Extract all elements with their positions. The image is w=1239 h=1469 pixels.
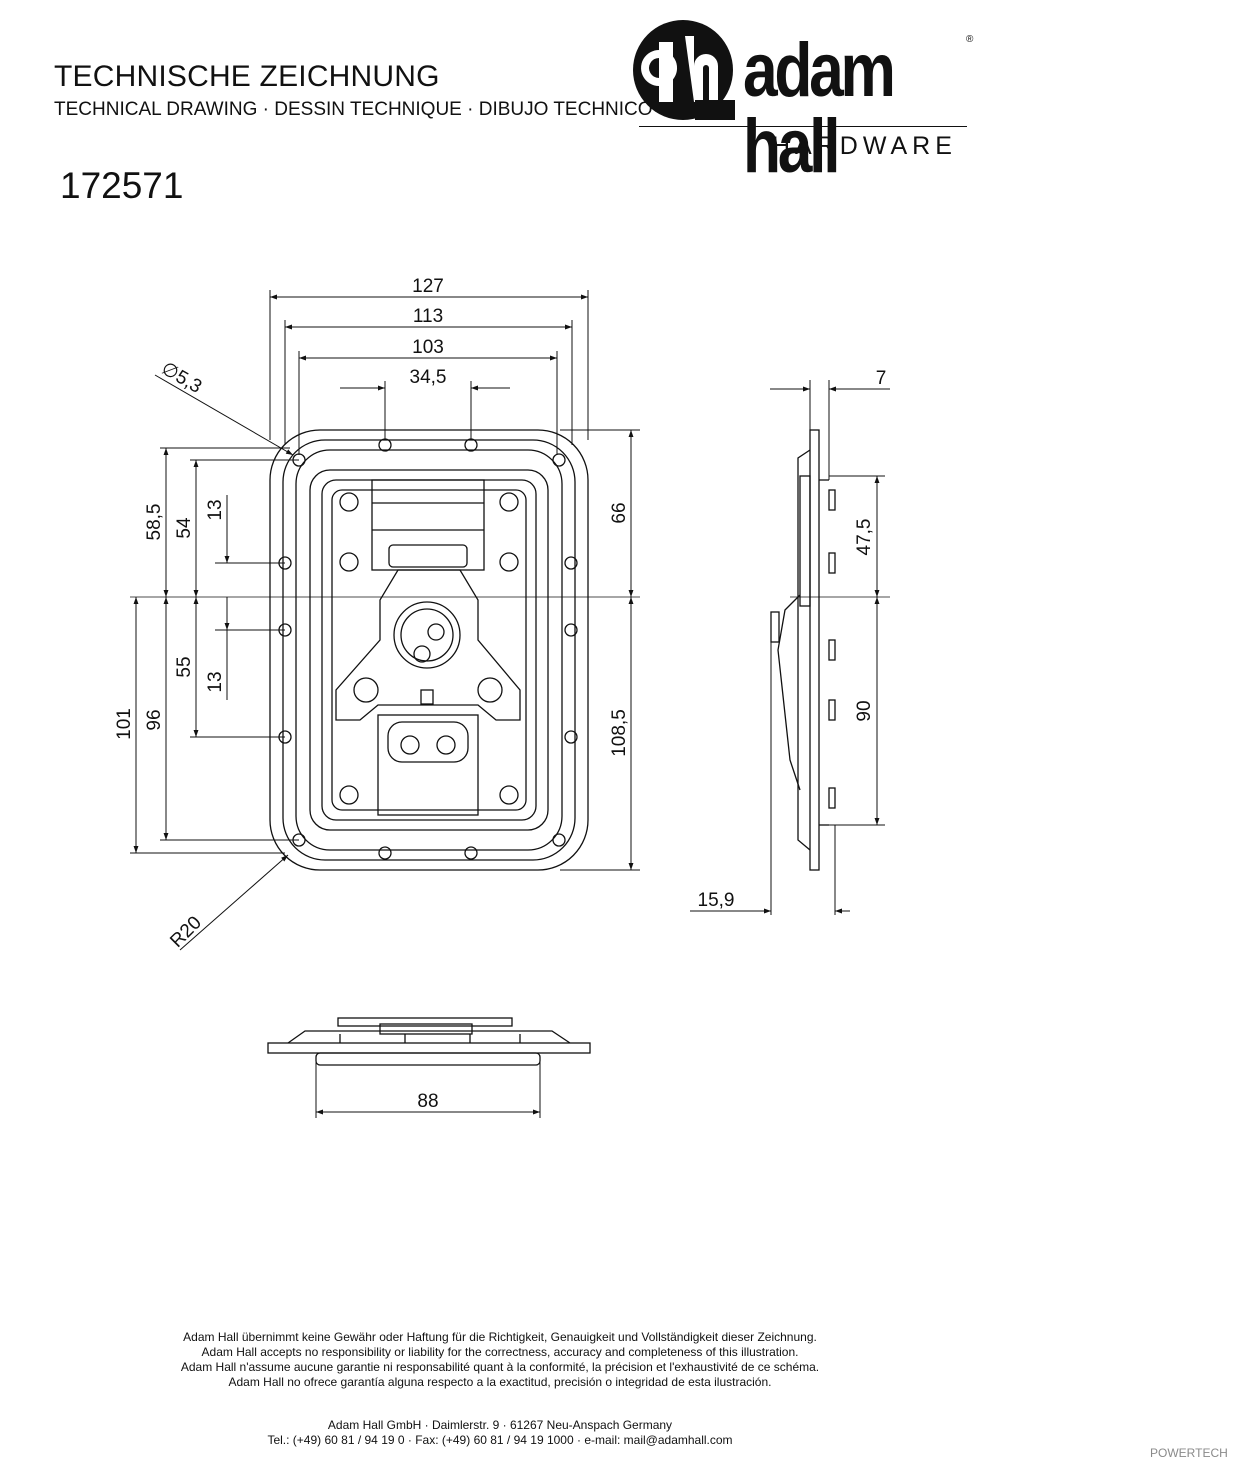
disclaimer-en: Adam Hall accepts no responsibility or l…: [201, 1345, 799, 1359]
bottom-view: [267, 1017, 591, 1066]
dim-right-upper: 66: [609, 502, 630, 523]
disclaimer-fr: Adam Hall n'assume aucune garantie ni re…: [180, 1360, 820, 1374]
dim-upper-height-hole: 54: [174, 517, 195, 539]
adam-hall-logo: adam hall ® HARDWARE: [620, 10, 980, 185]
dimension-lines: [130, 290, 890, 1118]
ah-monogram-icon: [633, 20, 735, 120]
dim-corner-radius: R20: [166, 912, 205, 951]
dimension-labels: 127 113 103 34,5 ∅5,3 58,5 54 13 13 55 9…: [114, 276, 886, 1112]
dim-lower-height-outer: 96: [144, 709, 165, 730]
dim-width-top-holes: 34,5: [410, 367, 447, 388]
dim-side-upper: 47,5: [854, 519, 875, 556]
dim-side-lower: 90: [854, 700, 875, 721]
dim-right-lower: 108,5: [609, 709, 630, 757]
drawing-title: TECHNISCHE ZEICHNUNG: [54, 60, 440, 93]
dim-hole-diameter: ∅5,3: [158, 358, 206, 398]
dim-width-inner: 113: [413, 306, 443, 327]
dim-lower-height-total: 101: [114, 708, 135, 740]
disclaimer: Adam Hall übernimmt keine Gewähr oder Ha…: [0, 1330, 1000, 1390]
dim-lower-spacing: 13: [205, 671, 226, 692]
dim-side-depth: 15,9: [698, 890, 735, 911]
dim-side-thickness: 7: [876, 368, 887, 389]
part-number: 172571: [60, 165, 184, 206]
logo-tagline: HARDWARE: [772, 132, 957, 160]
dim-width-overall: 127: [412, 276, 444, 297]
address-line: Adam Hall GmbH · Daimlerstr. 9 · 61267 N…: [327, 1418, 673, 1432]
dim-bottom-width: 88: [417, 1091, 438, 1112]
contact-line: Tel.: (+49) 60 81 / 94 19 0 · Fax: (+49)…: [267, 1433, 733, 1447]
drawing-subtitle: TECHNICAL DRAWING · DESSIN TECHNIQUE · D…: [54, 99, 653, 120]
disclaimer-es: Adam Hall no ofrece garantía alguna resp…: [228, 1375, 772, 1389]
watermark: POWERTECH: [1150, 1446, 1228, 1460]
dim-upper-height-outer: 58,5: [144, 504, 165, 541]
dim-lower-height-hole: 55: [174, 656, 195, 677]
front-view: [269, 429, 589, 871]
logo-divider: [639, 126, 967, 127]
disclaimer-de: Adam Hall übernimmt keine Gewähr oder Ha…: [183, 1330, 817, 1344]
logo-registered-mark: ®: [966, 34, 974, 45]
side-view: [770, 429, 836, 871]
dim-width-holes: 103: [412, 337, 444, 358]
dim-upper-spacing: 13: [205, 499, 226, 520]
logo-wordmark: adam hall: [743, 28, 896, 189]
company-address: Adam Hall GmbH · Daimlerstr. 9 · 61267 N…: [0, 1418, 1000, 1448]
